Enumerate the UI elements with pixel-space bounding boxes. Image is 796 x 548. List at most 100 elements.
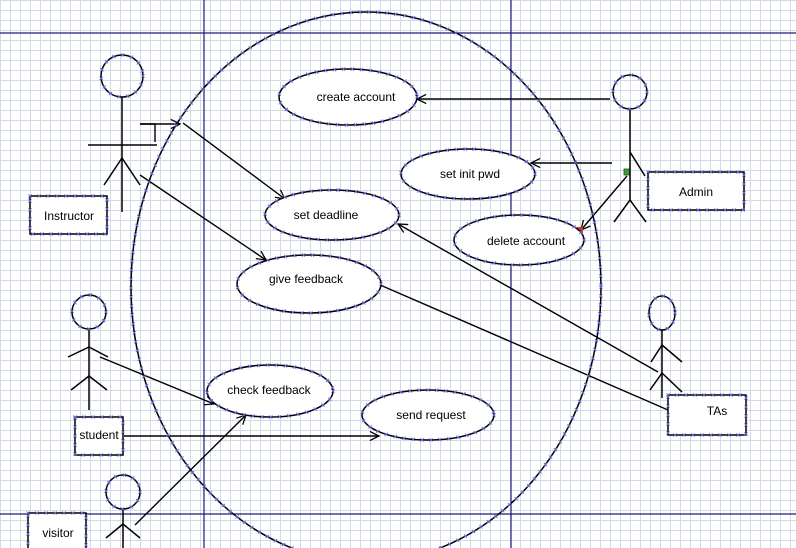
selection-marker xyxy=(552,120,557,125)
selection-marker xyxy=(666,431,670,435)
actor-tas[interactable]: TAs xyxy=(648,295,747,436)
selection-marker xyxy=(359,67,364,72)
selection-marker xyxy=(553,447,558,452)
actor-visitor[interactable]: visitor xyxy=(27,474,141,548)
selection-marker xyxy=(393,434,398,439)
selection-marker xyxy=(129,286,133,290)
selection-marker xyxy=(316,237,321,242)
selection-marker xyxy=(105,198,109,202)
selection-marker xyxy=(561,136,566,141)
selection-marker xyxy=(307,236,311,241)
selection-marker xyxy=(447,436,451,441)
selection-marker xyxy=(26,511,30,515)
selection-marker xyxy=(744,432,748,436)
selection-marker xyxy=(257,530,262,535)
selection-marker xyxy=(369,296,374,301)
selection-marker xyxy=(471,529,476,534)
selection-marker xyxy=(478,196,483,201)
selection-marker xyxy=(241,412,246,417)
selection-marker xyxy=(264,305,269,310)
selection-marker xyxy=(141,197,146,202)
selection-marker xyxy=(180,456,184,460)
use-case-delete-account[interactable]: delete account xyxy=(453,214,585,266)
selection-marker xyxy=(564,220,568,225)
selection-marker xyxy=(104,489,108,494)
selection-marker xyxy=(510,262,515,267)
selection-marker xyxy=(578,246,583,250)
selection-marker xyxy=(284,107,289,112)
selection-marker xyxy=(325,378,330,383)
associations[interactable] xyxy=(99,99,669,526)
selection-marker xyxy=(399,390,403,395)
selection-marker xyxy=(325,238,330,242)
selection-marker xyxy=(475,218,480,223)
selection-marker xyxy=(669,208,673,212)
selection-marker xyxy=(565,144,570,149)
selection-marker xyxy=(512,72,517,76)
selection-marker xyxy=(586,373,591,378)
selection-marker xyxy=(263,36,268,41)
selection-marker xyxy=(537,214,542,219)
selection-marker xyxy=(174,123,178,128)
selection-marker xyxy=(137,357,142,362)
selection-marker xyxy=(299,310,304,315)
selection-marker xyxy=(378,230,383,235)
selection-marker xyxy=(371,121,376,125)
selection-marker xyxy=(88,293,93,297)
selection-marker xyxy=(260,414,264,419)
selection-marker xyxy=(136,214,141,219)
selection-marker xyxy=(70,309,74,314)
selection-marker xyxy=(505,192,510,197)
selection-marker xyxy=(583,382,588,387)
selection-marker xyxy=(111,54,116,59)
actor-label: Instructor xyxy=(44,209,94,223)
selection-marker xyxy=(365,403,370,407)
selection-marker xyxy=(554,258,559,263)
selection-marker xyxy=(165,138,169,143)
connector-handle-start[interactable] xyxy=(623,168,631,176)
selection-marker xyxy=(105,216,109,220)
selection-marker xyxy=(636,104,641,109)
selection-marker xyxy=(349,10,353,15)
selection-marker xyxy=(247,298,252,303)
selection-marker xyxy=(611,89,615,94)
selection-marker xyxy=(345,188,349,193)
selection-marker xyxy=(109,415,113,419)
use-case-send-request[interactable]: send request xyxy=(361,389,495,441)
selection-marker xyxy=(452,196,457,201)
selection-marker xyxy=(291,192,296,197)
actor-instructor[interactable]: Instructor xyxy=(29,54,157,235)
selection-marker xyxy=(454,147,459,152)
selection-marker xyxy=(592,347,597,352)
selection-marker xyxy=(563,255,568,260)
selection-marker xyxy=(493,514,498,519)
selection-marker xyxy=(583,185,588,190)
selection-marker xyxy=(445,27,450,32)
selection-marker xyxy=(620,74,625,79)
selection-marker xyxy=(519,263,523,267)
selection-marker xyxy=(100,194,104,198)
selection-marker xyxy=(661,294,666,299)
selection-marker xyxy=(84,516,88,520)
connector-handle-end[interactable] xyxy=(577,227,583,233)
selection-marker xyxy=(373,398,378,402)
selection-marker xyxy=(598,274,603,278)
use-case-check-feedback[interactable]: check feedback xyxy=(206,364,334,418)
selection-marker xyxy=(268,415,273,419)
selection-marker xyxy=(129,55,134,60)
selection-marker xyxy=(684,393,688,397)
selection-marker xyxy=(574,407,579,412)
selection-marker xyxy=(129,277,134,282)
selection-marker xyxy=(130,259,134,263)
selection-marker xyxy=(305,72,310,77)
actor-label-box xyxy=(27,512,87,548)
selection-marker xyxy=(157,155,161,159)
selection-marker xyxy=(483,216,488,221)
selection-marker xyxy=(184,108,188,113)
selection-marker xyxy=(519,213,524,217)
actor-student[interactable]: student xyxy=(67,294,124,456)
actor-admin[interactable]: Admin xyxy=(612,74,745,223)
selection-marker xyxy=(132,241,136,246)
